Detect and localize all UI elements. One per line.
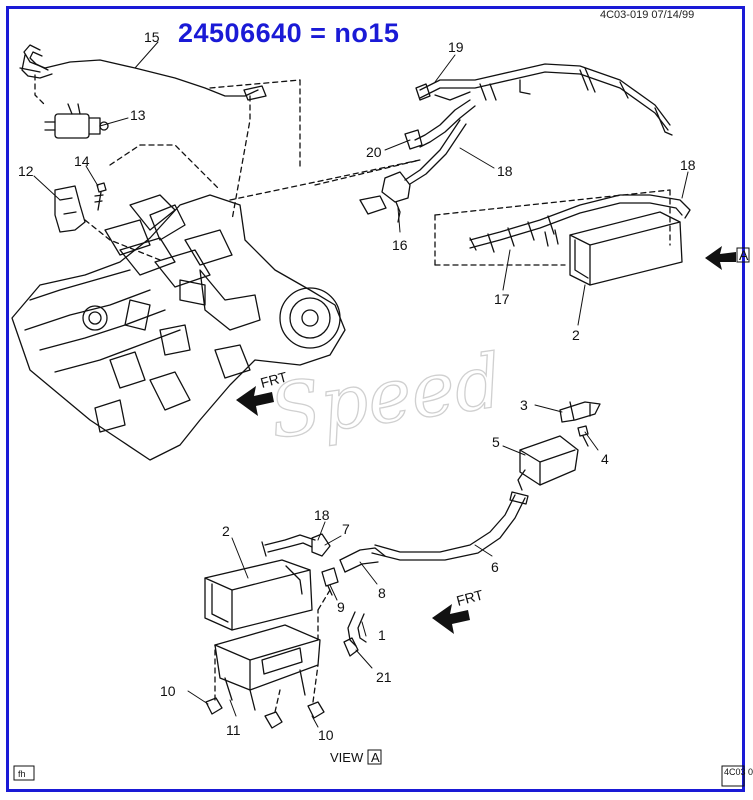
- callout-labels: 15 13 12 14 19 20 18 18 16 17 2 3 4 5 6 …: [18, 29, 696, 743]
- bolt-4: [577, 425, 589, 447]
- corner-right-box: 4C03 019: [721, 765, 753, 787]
- part-number-title: 24506640 = no15: [178, 18, 400, 48]
- corner-left-box: fh: [13, 765, 35, 781]
- view-a-marker: A: [705, 246, 750, 270]
- callout-18-right: 18: [680, 157, 696, 173]
- front-label-upper: FRT: [259, 368, 290, 391]
- callout-18-lower: 18: [314, 507, 330, 523]
- callout-15: 15: [144, 29, 160, 45]
- vapor-line-18-upper: [404, 99, 476, 185]
- front-arrow-lower: FRT: [432, 586, 485, 634]
- view-caption-text: VIEW: [330, 750, 364, 765]
- vacuum-hose-15: [19, 44, 267, 101]
- callout-6: 6: [491, 559, 499, 575]
- callout-13: 13: [130, 107, 146, 123]
- callout-2-lower: 2: [222, 523, 230, 539]
- callout-4: 4: [601, 451, 609, 467]
- bracket-3: [559, 401, 601, 423]
- vapor-pipe-18-lower: [261, 534, 316, 557]
- view-a-caption: VIEW A: [330, 749, 382, 765]
- callout-19: 19: [448, 39, 464, 55]
- callout-11: 11: [226, 722, 241, 738]
- callout-7: 7: [342, 521, 350, 537]
- callout-16: 16: [392, 237, 408, 253]
- fitting-7: [311, 533, 331, 557]
- callout-10-left: 10: [160, 683, 176, 699]
- callout-12: 12: [18, 163, 34, 179]
- evap-canister-2-upper: [544, 211, 683, 286]
- watermark-text: Speed: [265, 338, 508, 456]
- bolt-14: [94, 182, 107, 211]
- bracket-12: [54, 185, 86, 233]
- vent-valve-5: [517, 435, 579, 491]
- evap-canister-2-lower: [204, 559, 313, 631]
- fitting-20: [404, 129, 423, 150]
- callout-8: 8: [378, 585, 386, 601]
- vapor-lines-19: [415, 63, 673, 136]
- callout-17: 17: [494, 291, 510, 307]
- vent-hose-6: [371, 491, 529, 561]
- callout-9: 9: [337, 599, 345, 615]
- view-a-marker-letter: A: [739, 247, 749, 263]
- corner-left-text: fh: [18, 769, 26, 779]
- front-arrow-upper: FRT: [236, 368, 289, 416]
- callout-3: 3: [520, 397, 528, 413]
- callout-14: 14: [74, 153, 90, 169]
- elbow-hose-1: [343, 611, 367, 657]
- callout-18-upper: 18: [497, 163, 513, 179]
- callout-10-right: 10: [318, 727, 334, 743]
- front-label-lower: FRT: [455, 586, 486, 609]
- hose-8: [339, 547, 386, 573]
- callout-5: 5: [492, 434, 500, 450]
- reference-lines-lower: [214, 589, 331, 713]
- diagram-code: 4C03-019 07/14/99: [600, 9, 695, 21]
- engine-assembly: [11, 194, 346, 461]
- corner-right-text: 4C03 019: [724, 767, 753, 777]
- callout-2-upper: 2: [572, 327, 580, 343]
- connector-16: [359, 171, 411, 223]
- nuts-10-and-fitting-21: [205, 697, 325, 729]
- reference-lines-top: [34, 74, 671, 266]
- callout-1: 1: [378, 627, 386, 643]
- vapor-lines-17: [469, 194, 691, 253]
- canister-bracket-11: [214, 624, 321, 711]
- view-caption-letter: A: [371, 750, 380, 765]
- callout-20: 20: [366, 144, 382, 160]
- callout-21: 21: [376, 669, 392, 685]
- purge-solenoid-13: [44, 103, 109, 139]
- leader-lines: [33, 41, 689, 728]
- diagram-frame: [6, 6, 745, 792]
